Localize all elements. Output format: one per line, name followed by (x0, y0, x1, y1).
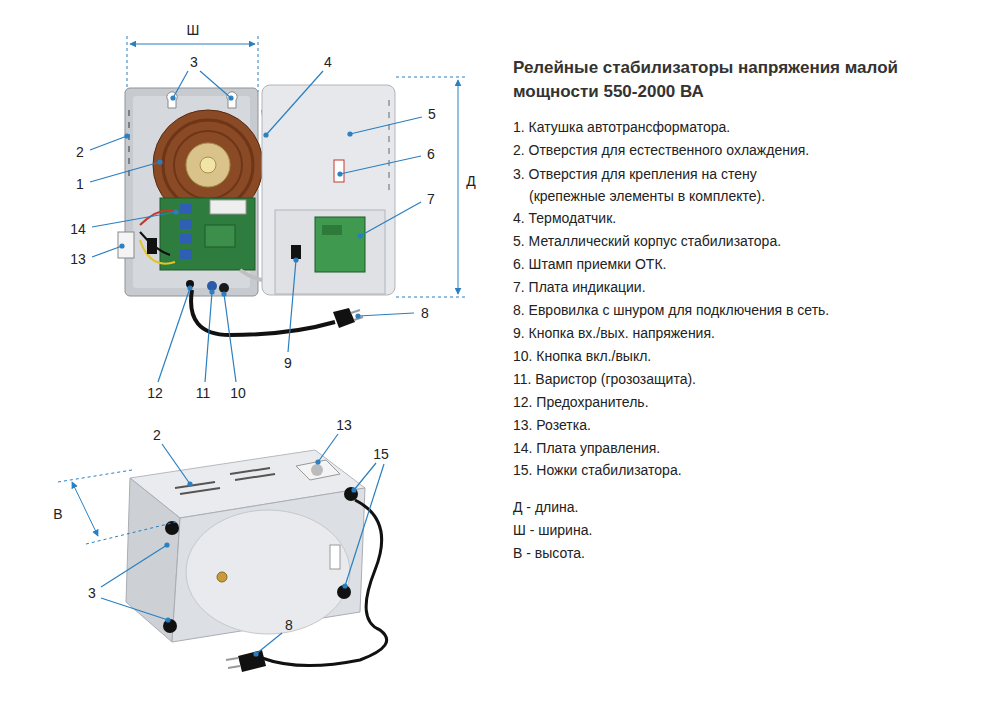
list-item: 1. Катушка автотрансформатора. (513, 117, 730, 137)
list-item: 10. Кнопка вкл./выкл. (513, 346, 651, 366)
list-item: 15. Ножки стабилизатора. (513, 460, 682, 480)
callout-number: 6 (427, 144, 435, 164)
list-item: 13. Розетка. (513, 415, 591, 435)
callout-number: 5 (428, 104, 436, 124)
callout-number: 8 (421, 303, 429, 323)
title: Релейные стабилизаторы напряжения малой … (513, 56, 933, 104)
callout-number: 2 (76, 142, 84, 162)
callout-number: 10 (230, 383, 246, 403)
closed-stabilizer (126, 450, 387, 672)
leader-lines (90, 71, 422, 656)
callout-number: 4 (324, 52, 332, 72)
list-item: 9. Кнопка вх./вых. напряжения. (513, 323, 715, 343)
callout-number: 3 (190, 52, 198, 72)
width-dimension (127, 36, 258, 92)
callout-number: 2 (153, 425, 161, 445)
callout-number: 7 (427, 189, 435, 209)
list-item: 5. Металлический корпус стабилизатора. (513, 231, 781, 251)
list-item: 7. Плата индикации. (513, 277, 646, 297)
list-item: 12. Предохранитель. (513, 392, 649, 412)
power-cord (191, 290, 363, 335)
list-item: 2. Отверстия для естественного охлаждени… (513, 140, 809, 160)
legend-line: В - высота. (513, 543, 585, 563)
callout-number: 1 (76, 174, 84, 194)
legend-line: Д - длина. (513, 497, 579, 517)
callout-number: 11 (196, 383, 211, 403)
callout-number: 13 (70, 249, 86, 269)
callout-number: 15 (373, 444, 389, 464)
list-item: 4. Термодатчик. (513, 208, 616, 228)
dimension-letter: Д (466, 171, 475, 191)
list-item: 11. Варистор (грозозащита). (513, 369, 696, 389)
legend-line: Ш - ширина. (513, 520, 592, 540)
list-item: 14. Плата управления. (513, 438, 660, 458)
callout-number: 13 (336, 415, 352, 435)
list-item: 3. Отверстия для крепления на стену (кре… (513, 163, 819, 207)
callout-number: 12 (147, 383, 163, 403)
length-dimension (396, 77, 466, 297)
callout-number: 14 (70, 219, 86, 239)
callout-number: 9 (284, 353, 292, 373)
callout-number: 3 (88, 583, 96, 603)
list-item: 8. Евровилка с шнуром для подключения в … (513, 300, 829, 320)
callout-number: 8 (285, 615, 293, 635)
height-dimension (58, 470, 176, 544)
list-item: 6. Штамп приемки ОТК. (513, 254, 666, 274)
dimension-letter: В (53, 504, 62, 524)
dimension-letter: Ш (187, 20, 200, 40)
